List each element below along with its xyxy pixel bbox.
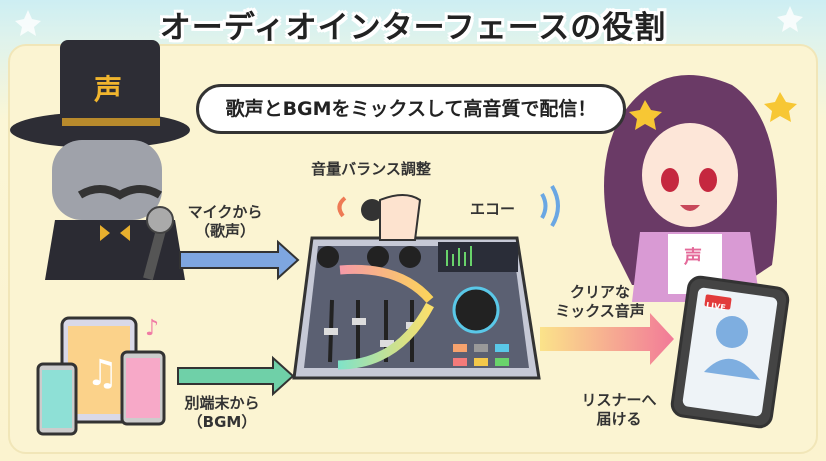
live-badge: LIVE: [705, 300, 727, 313]
clear-mix-label: クリアな ミックス音声: [540, 283, 660, 321]
to-listeners-line2: 届ける: [596, 410, 642, 428]
from-mic-line2: （歌声）: [194, 222, 255, 240]
hand: [379, 194, 422, 241]
bgm-arrow: [177, 355, 295, 397]
user-avatar-icon: [716, 316, 748, 348]
from-device-line1: 別端末から: [184, 394, 260, 412]
from-device-line2: （BGM）: [187, 413, 257, 431]
mic-arrow: [179, 239, 300, 281]
page-title: オーディオインターフェースの役割: [159, 10, 667, 46]
echo-waves-icon: [540, 184, 560, 228]
from-device-label: 別端末から （BGM）: [176, 394, 268, 432]
echo-label: エコー: [470, 200, 516, 218]
to-listeners-label: リスナーへ 届ける: [576, 391, 662, 429]
mascot-top-hat: [10, 40, 190, 281]
from-mic-line1: マイクから: [187, 203, 263, 221]
clear-mix-line2: ミックス音声: [555, 302, 645, 320]
volume-balance-label: 音量バランス調整: [311, 160, 431, 178]
music-note-icon: ♫: [86, 353, 118, 394]
shirt-label: 声: [684, 247, 702, 268]
rotate-arrow-icon: [337, 196, 347, 218]
speech-bubble: 歌声とBGMをミックスして高音質で配信！: [196, 84, 626, 134]
clear-mix-line1: クリアな: [569, 283, 630, 301]
hat-label: 声: [94, 73, 123, 106]
from-mic-label: マイクから （歌声）: [180, 203, 270, 241]
output-arrow: [540, 313, 674, 365]
to-listeners-line1: リスナーへ: [581, 391, 657, 409]
music-note-icon: ♪: [145, 316, 159, 341]
knob-in-hand: [361, 199, 383, 221]
audio-interface: [292, 194, 541, 380]
star-icon: [15, 6, 803, 36]
music-devices: ♫ ♪: [36, 316, 166, 436]
smartphone: [670, 275, 790, 429]
